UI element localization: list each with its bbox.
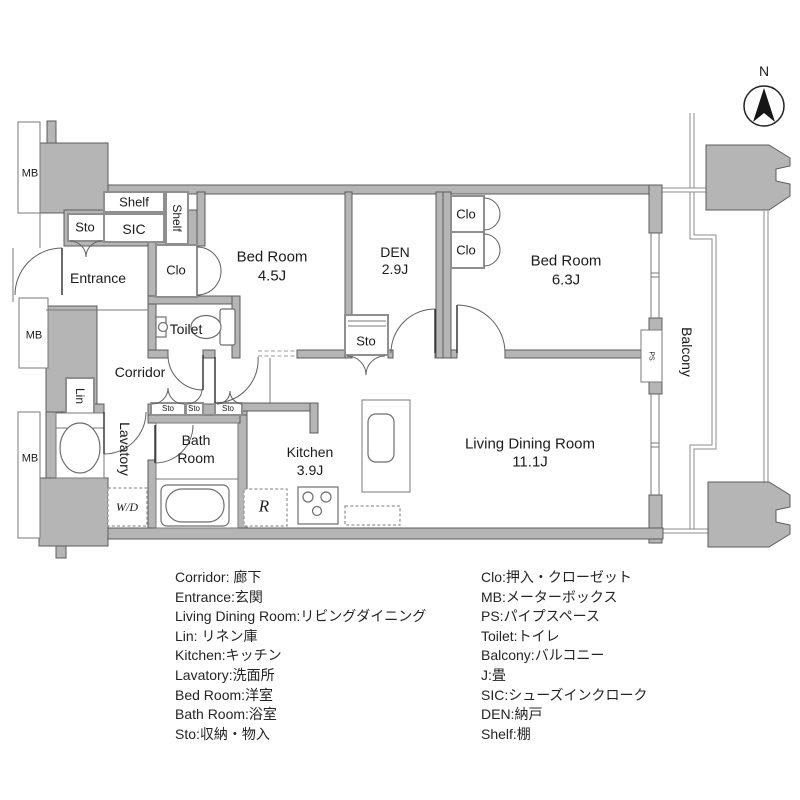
refrigerator-space (243, 488, 288, 527)
washbasin (59, 422, 101, 474)
room-label-toilet: Toilet (169, 321, 203, 337)
toilet-door-arc (167, 354, 204, 391)
legend-item: Balcony:バルコニー (481, 647, 605, 664)
legend-item: MB:メーターボックス (481, 588, 618, 605)
window-lines (650, 233, 660, 495)
room-label-bedroom1: Bed Room (236, 248, 308, 266)
toilet-fixture (155, 308, 236, 346)
legend-item: Lavatory:洗面所 (175, 666, 275, 683)
room-label-balcony: Balcony (679, 327, 695, 377)
door-symbols (14, 197, 506, 464)
stove (297, 486, 339, 525)
meter-box-enclosures (17, 121, 49, 539)
legend-item: Kitchen:キッチン (175, 647, 282, 664)
sto-corridor-1-label: Sto (161, 404, 175, 413)
balcony-railing (662, 113, 769, 534)
room-label-bedroom2: Bed Room (530, 252, 602, 270)
sic-label: SIC (122, 221, 146, 237)
room-label-living-dining: Living Dining Room (464, 435, 596, 453)
legend-item: Bath Room:浴室 (175, 706, 277, 723)
clo-bedroom2-upper-label: Clo (456, 206, 476, 222)
bedroom1-door-arc (214, 356, 259, 404)
room-label-corridor: Corridor (114, 364, 166, 380)
legend-item: PS:パイプスペース (481, 608, 600, 625)
room-label-den: DEN (380, 244, 410, 260)
storage-boxes (65, 191, 663, 416)
room-label-lavatory: Lavatory (117, 422, 133, 476)
room-label-kitchen: Kitchen (286, 444, 334, 460)
counter-dashed (344, 505, 401, 526)
compass-north-label: N (758, 63, 770, 79)
legend-item: Sto:収納・物入 (175, 725, 270, 742)
room-size-bedroom1: 4.5J (257, 267, 287, 285)
legend-item: Clo:押入・クローゼット (481, 569, 632, 585)
legend-item: Lin: リネン庫 (175, 627, 258, 644)
refrigerator-label: R (258, 496, 270, 516)
kitchen-fixtures (107, 399, 411, 527)
mb-bottom-label: MB (21, 452, 39, 465)
room-label-bathroom-1: Bath (181, 432, 211, 448)
ps-label: PS (647, 351, 655, 361)
clo-bedroom1-label: Clo (166, 262, 186, 278)
bathroom-door-arc (154, 424, 194, 464)
room-size-den: 2.9J (381, 261, 409, 277)
lin-label: Lin (73, 387, 87, 405)
den-door-arc (390, 308, 436, 354)
sto-corridor-2-label: Sto (187, 404, 201, 413)
room-size-bedroom2: 6.3J (551, 271, 581, 289)
legend-item: DEN:納戸 (481, 706, 543, 723)
legend-right-column: Clo:押入・クローゼット MB:メーターボックス PS:パイプスペース Toi… (481, 568, 648, 744)
room-size-living-dining: 11.1J (512, 453, 548, 471)
legend-left-column: Corridor: 廊下 Entrance:玄関 Living Dining R… (175, 568, 426, 744)
washer-dryer-space (107, 487, 148, 527)
building-pillars (705, 144, 791, 548)
legend-item: SIC:シューズインクローク (481, 686, 648, 703)
washer-dryer-label: W/D (116, 500, 138, 514)
kitchen-sink (367, 413, 395, 463)
compass-needle-icon (753, 88, 775, 122)
room-label-bathroom-2: Room (177, 450, 215, 466)
sto-entrance-label: Sto (75, 219, 95, 235)
sto-den-label: Sto (356, 333, 376, 349)
boundary-lines (12, 213, 297, 404)
room-label-entrance: Entrance (69, 270, 127, 286)
room-size-kitchen: 3.9J (296, 462, 324, 478)
sto-corridor-3-label: Sto (221, 404, 235, 413)
clo-bedroom2-lower-label: Clo (456, 242, 476, 258)
mb-middle-label: MB (25, 329, 43, 342)
bath-module (155, 422, 239, 529)
lavatory-door-arc (103, 411, 147, 455)
legend-item: Shelf:棚 (481, 725, 531, 742)
bedroom2-door-arc (456, 304, 506, 354)
legend-item: Bed Room:洋室 (175, 686, 274, 703)
legend-item: Toilet:トイレ (481, 627, 560, 644)
legend-item: Entrance:玄関 (175, 588, 263, 605)
mb-top-label: MB (21, 167, 39, 180)
vanity-fixture (55, 412, 105, 479)
shelf-side-label: Shelf (170, 204, 184, 232)
shelf-top-label: Shelf (119, 194, 149, 210)
legend-item: J:畳 (481, 666, 506, 683)
legend-item: Corridor: 廊下 (175, 569, 262, 585)
north-compass (743, 85, 785, 127)
legend-item: Living Dining Room:リビングダイニング (175, 608, 427, 625)
entrance-door-arc (14, 247, 63, 296)
